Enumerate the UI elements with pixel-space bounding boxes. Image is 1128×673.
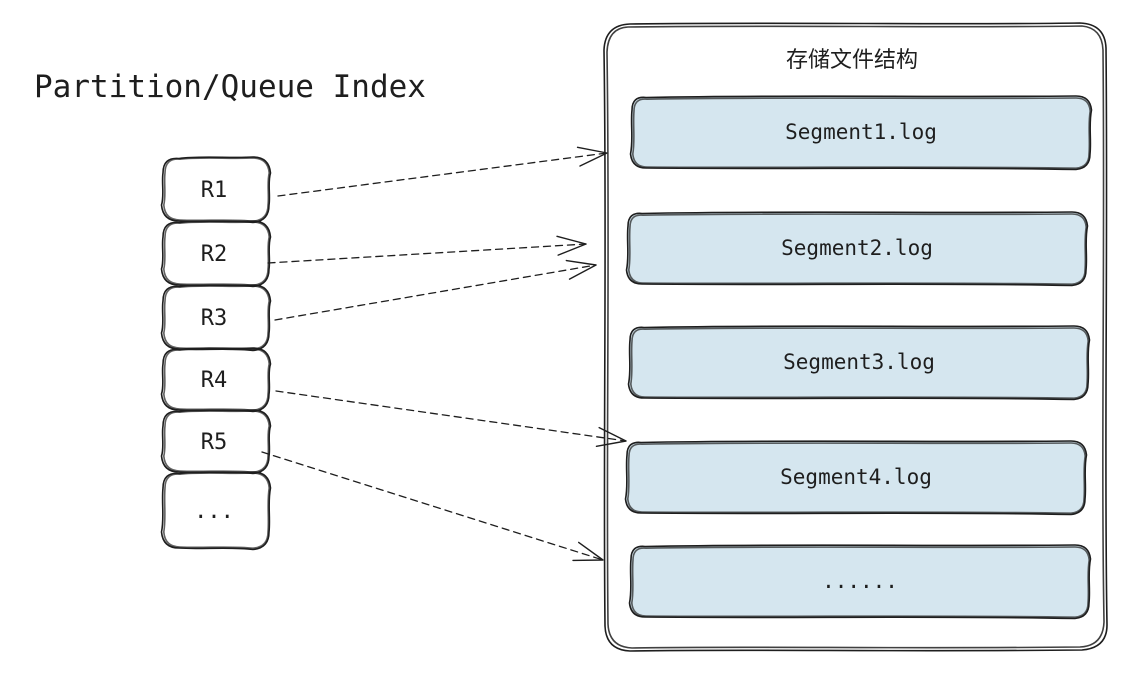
record-label: R3	[201, 306, 228, 331]
segment-outline	[627, 325, 1091, 401]
arrow-r3-to-seg2	[274, 259, 597, 321]
records-group: R1R2R3R4R5...	[160, 156, 272, 551]
segment-seg3: Segment3.log	[627, 325, 1091, 401]
segment-outline	[629, 95, 1093, 171]
segment-label: Segment3.log	[783, 350, 935, 374]
segment-outline-echo	[631, 546, 1090, 618]
arrow-r4-to-seg4	[275, 390, 627, 448]
arrow-head	[565, 259, 597, 280]
segment-outline-echo	[627, 442, 1086, 514]
arrow-r2-to-seg2	[267, 235, 587, 264]
segment-label: Segment2.log	[781, 236, 933, 260]
segment-fill	[628, 326, 1090, 400]
segment-outline-echo	[628, 213, 1087, 285]
storage-title: 存储文件结构	[786, 48, 918, 73]
arrows-group	[261, 146, 627, 562]
segment-seg2: Segment2.log	[625, 211, 1089, 287]
arrow-line	[275, 390, 627, 442]
index-title: Partition/Queue Index	[34, 69, 426, 105]
record-label: R2	[201, 242, 228, 267]
arrow-r1-to-seg1	[277, 146, 608, 197]
arrow-line	[274, 264, 597, 321]
arrow-head	[576, 146, 608, 167]
segment-seg4: Segment4.log	[624, 440, 1088, 516]
segment-label: Segment4.log	[780, 465, 932, 489]
segment-fill	[626, 212, 1088, 286]
record-box	[160, 284, 272, 352]
segment-outline	[624, 440, 1088, 516]
record-r3: R3	[160, 284, 272, 352]
segment-fill	[629, 545, 1091, 619]
segment-seg-more: ......	[628, 544, 1092, 620]
segment-outline	[628, 544, 1092, 620]
segment-label: ......	[822, 569, 898, 593]
arrow-head	[556, 235, 587, 256]
arrow-line	[261, 451, 604, 561]
arrow-head	[595, 426, 627, 448]
record-r1: R1	[160, 156, 272, 224]
record-box-echo	[163, 472, 270, 549]
record-label: R1	[201, 178, 228, 203]
segment-label: Segment1.log	[785, 120, 937, 144]
record-label: ...	[194, 499, 234, 524]
arrow-r5-to-seg-more	[261, 451, 604, 562]
arrow-line	[267, 243, 587, 264]
record-label: R5	[201, 430, 228, 455]
segments-group: Segment1.logSegment2.logSegment3.logSegm…	[624, 95, 1093, 620]
segment-seg1: Segment1.log	[629, 95, 1093, 171]
record-box	[160, 471, 272, 551]
segment-fill	[625, 441, 1087, 515]
record-label: R4	[201, 368, 228, 393]
segment-outline-echo	[630, 327, 1089, 399]
record-r2: R2	[160, 220, 272, 288]
segment-outline-echo	[632, 97, 1091, 169]
arrow-head	[572, 541, 604, 562]
storage-container	[603, 22, 1108, 652]
arrow-line	[277, 152, 608, 197]
record-more: ...	[160, 471, 272, 551]
record-r4: R4	[160, 347, 272, 413]
record-r5: R5	[160, 409, 272, 475]
segment-outline	[625, 211, 1089, 287]
segment-fill	[630, 96, 1092, 170]
